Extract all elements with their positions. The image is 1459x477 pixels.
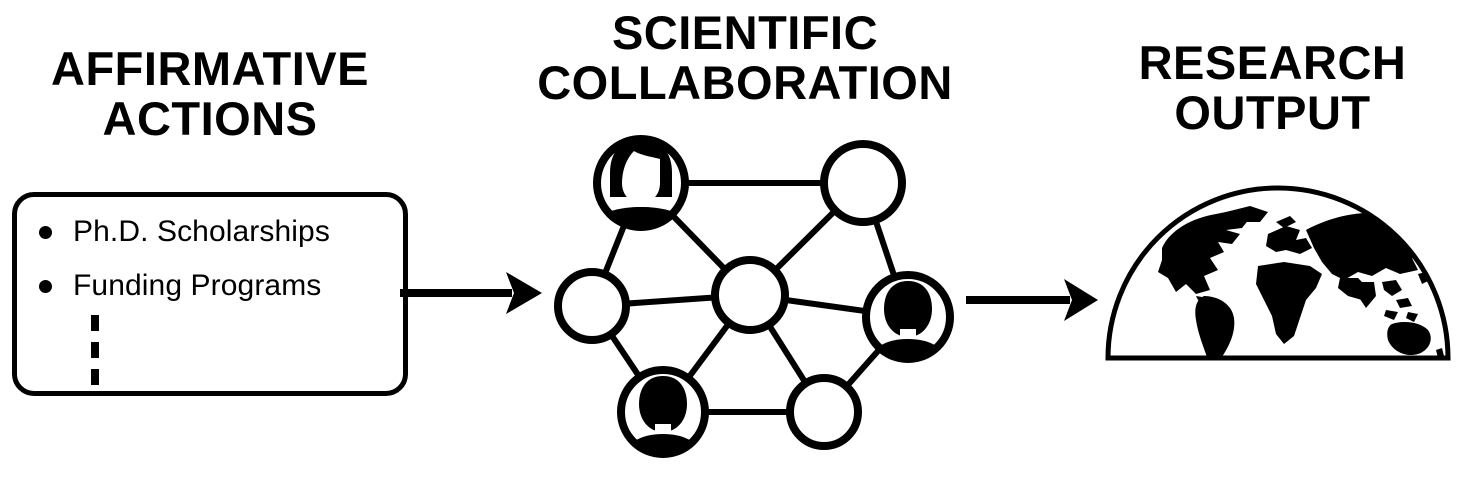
globe-continents <box>1158 206 1444 358</box>
empty-node-top-right <box>820 140 906 226</box>
affirmative-actions-heading: AFFIRMATIVE ACTIONS <box>51 42 369 145</box>
empty-node-bottom-right <box>786 374 862 450</box>
vertical-dashed-line-icon <box>91 315 99 385</box>
list-item: Funding Programs <box>39 259 330 313</box>
person-node-male-right <box>862 271 954 363</box>
empty-node-left <box>554 268 630 344</box>
collaboration-network-icon <box>554 135 954 458</box>
bullet-dot-icon <box>39 279 52 293</box>
arrow-actions-to-collaboration <box>400 272 542 314</box>
list-item-label: Ph.D. Scholarships <box>73 215 330 248</box>
hub-node-center <box>711 256 789 334</box>
scientific-collaboration-heading: SCIENTIFIC COLLABORATION <box>537 6 953 109</box>
affirmative-actions-box: Ph.D. Scholarships Funding Programs <box>12 192 408 396</box>
person-node-male-bottom <box>617 366 709 458</box>
research-output-heading: RESEARCH OUTPUT <box>1138 36 1407 139</box>
list-item-label: Funding Programs <box>73 269 322 302</box>
person-node-female <box>593 135 689 231</box>
affirmative-actions-list: Ph.D. Scholarships Funding Programs <box>39 205 330 313</box>
bullet-dot-icon <box>39 225 52 239</box>
world-map-dome-icon <box>1105 185 1451 361</box>
list-item: Ph.D. Scholarships <box>39 205 330 259</box>
arrow-collaboration-to-output <box>966 279 1098 321</box>
